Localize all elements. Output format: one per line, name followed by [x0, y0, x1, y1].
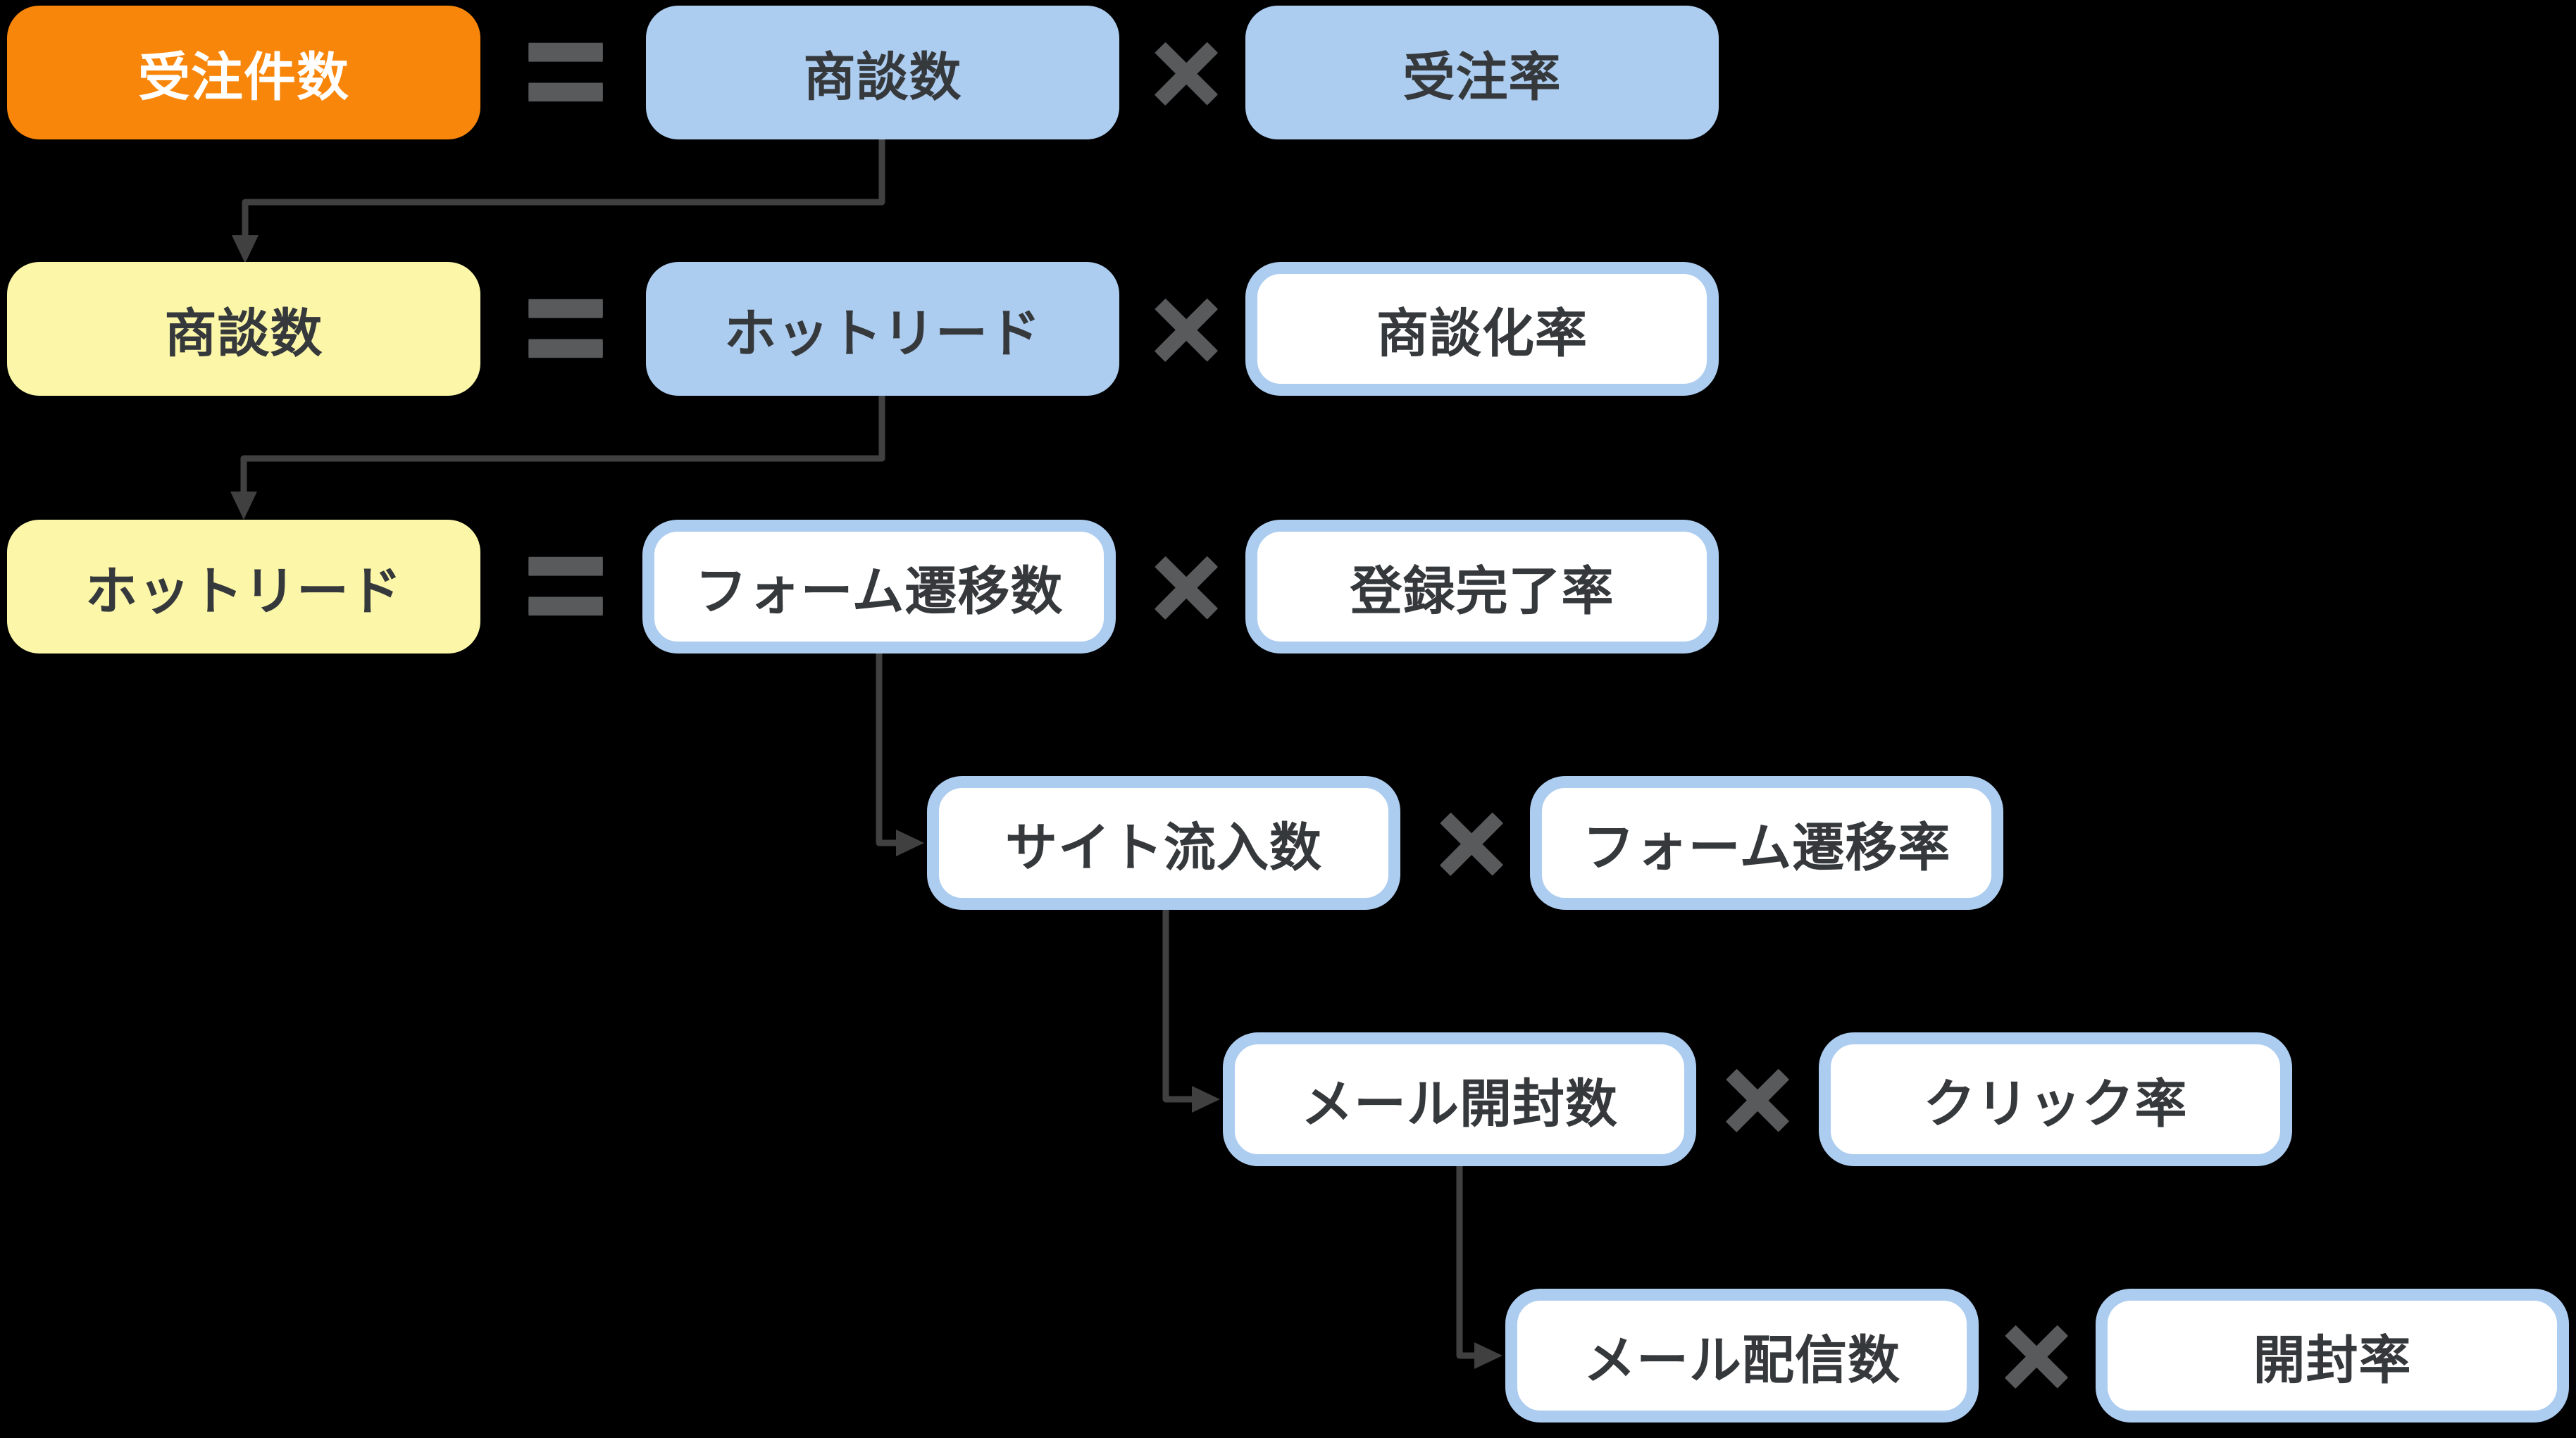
times-operator: × [1150, 261, 1222, 396]
box-order-count: 受注件数 [7, 6, 480, 139]
connector-emailopens-to-emailsdelivered [1456, 1166, 1502, 1369]
box-meetings-count: 商談数 [646, 6, 1119, 139]
box-hot-leads-result: ホットリード [7, 520, 480, 654]
times-operator: × [1436, 775, 1507, 911]
connector-hotlead-to-hotlead [230, 396, 885, 520]
equals-operator: = [522, 0, 609, 153]
box-form-transition-rate: フォーム遷移率 [1530, 776, 2003, 910]
equals-operator: = [522, 244, 609, 409]
equals-operator: = [522, 501, 609, 667]
times-operator: × [1150, 5, 1222, 140]
times-operator: × [1150, 519, 1222, 654]
connector-sitevisits-to-emailopens [1162, 910, 1220, 1113]
box-form-transitions: フォーム遷移数 [642, 520, 1116, 654]
box-win-rate: 受注率 [1245, 6, 1719, 139]
box-meetings-count-result: 商談数 [7, 262, 480, 396]
box-registration-completion-rate: 登録完了率 [1245, 520, 1719, 654]
connector-formtransitions-to-sitevisits [876, 654, 924, 856]
box-emails-delivered: メール配信数 [1505, 1289, 1979, 1423]
box-meeting-conversion-rate: 商談化率 [1245, 262, 1719, 396]
box-site-visits: サイト流入数 [927, 776, 1400, 910]
box-click-rate: クリック率 [1819, 1032, 2292, 1166]
times-operator: × [1722, 1032, 1793, 1167]
connector-meetings-to-meetings [232, 139, 885, 263]
box-email-opens: メール開封数 [1223, 1032, 1696, 1166]
box-open-rate: 開封率 [2096, 1289, 2569, 1423]
times-operator: × [2001, 1288, 2072, 1423]
box-hot-leads: ホットリード [646, 262, 1119, 396]
